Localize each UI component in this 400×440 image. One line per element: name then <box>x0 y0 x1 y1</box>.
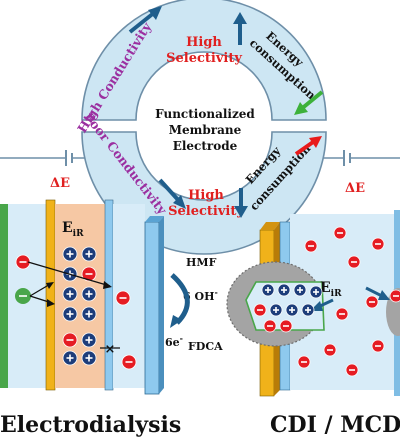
label-bottom-selectivity: Selectivity <box>168 204 244 219</box>
cation-icon <box>121 354 137 370</box>
up-arrow-icon <box>233 12 247 45</box>
anion-icon <box>62 286 78 302</box>
cation-icon <box>297 355 311 369</box>
anion-icon <box>269 303 283 317</box>
membrane-right-ed <box>104 199 114 391</box>
cation-icon <box>347 255 361 269</box>
cation-icon <box>279 319 293 333</box>
cdi-cell: EiR CDI / MCD <box>226 210 400 438</box>
anion-icon <box>81 306 97 322</box>
cation-icon <box>335 307 349 321</box>
label-top-selectivity: Selectivity <box>166 51 242 66</box>
anion-icon <box>62 350 78 366</box>
ed-ions <box>15 246 137 370</box>
up-arrow-icon <box>128 6 162 34</box>
down-left-arrow-icon <box>294 90 324 115</box>
center-electrode: Electrode <box>173 139 238 153</box>
anion-icon <box>285 303 299 317</box>
cation-icon <box>323 343 337 357</box>
delta-e-right: ΔE <box>345 181 365 196</box>
down-arrow-icon <box>158 178 186 209</box>
ed-field-label: EiR <box>62 220 84 239</box>
center-membrane: Membrane <box>169 123 242 137</box>
product-fdca: FDCA <box>188 340 223 353</box>
anion-icon <box>81 286 97 302</box>
anion-icon <box>309 285 323 299</box>
cdi-ions <box>253 226 400 377</box>
anion-icon <box>81 350 97 366</box>
delta-e-left: ΔE <box>50 176 70 191</box>
ed-field-arrows: × <box>27 261 120 357</box>
anion-icon <box>81 332 97 348</box>
cation-icon <box>371 339 385 353</box>
cation-icon <box>62 332 78 348</box>
electrodialysis-cell: EiR × Electrodialysis <box>0 199 181 438</box>
electrons: 6e- <box>165 333 183 349</box>
cation-icon <box>81 266 97 282</box>
anion-icon <box>293 283 307 297</box>
anion-icon <box>277 283 291 297</box>
cation-icon <box>263 319 277 333</box>
anion-icon <box>81 246 97 262</box>
cation-icon <box>304 239 318 253</box>
cdi-caption: CDI / MCD <box>270 412 400 438</box>
down-arrow-icon <box>234 188 248 218</box>
anion-icon <box>301 303 315 317</box>
block-x-icon: × <box>105 342 116 357</box>
anion-icon <box>261 283 275 297</box>
cdi-arrow-right-icon <box>365 286 390 300</box>
label-top-high: High <box>186 35 222 50</box>
label-bottom-high: High <box>188 188 224 203</box>
blue-electrode <box>144 221 160 395</box>
electrolysis-reaction: HMF 6 OH- 6e- FDCA <box>165 256 223 353</box>
membrane-left-ed <box>45 199 56 391</box>
anion-icon <box>62 306 78 322</box>
center-functionalized: Functionalized <box>155 107 255 121</box>
anion-icon <box>62 246 78 262</box>
hydroxide: 6 OH- <box>183 287 218 303</box>
cation-icon <box>15 254 31 270</box>
cation-icon <box>333 226 347 240</box>
cdi-field-label: EiR <box>320 280 342 299</box>
cation-icon <box>115 290 131 306</box>
neutral-species-icon <box>15 288 31 304</box>
cation-icon <box>345 363 359 377</box>
cation-icon <box>389 289 400 303</box>
cation-icon <box>253 303 267 317</box>
ring-top-half <box>81 0 327 121</box>
green-electrode <box>0 204 8 388</box>
up-right-arrow-icon <box>294 136 322 156</box>
cation-icon <box>365 295 379 309</box>
electrodialysis-caption: Electrodialysis <box>0 412 181 438</box>
cation-icon <box>371 237 385 251</box>
reactant-hmf: HMF <box>186 256 217 269</box>
